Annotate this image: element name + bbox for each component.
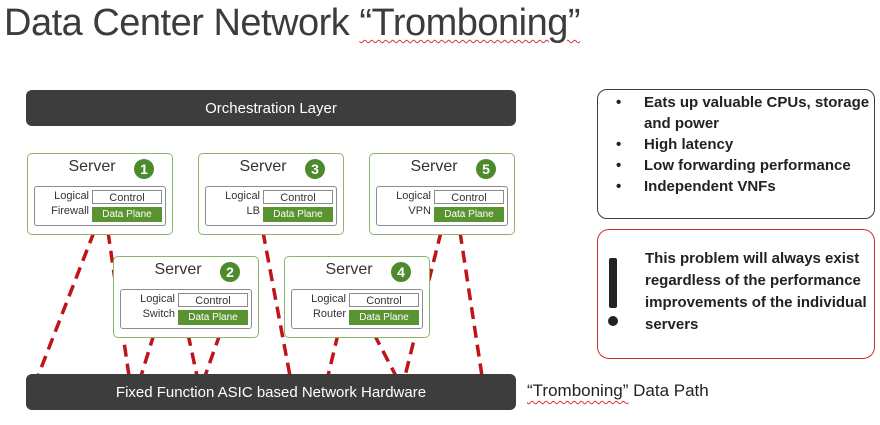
data-plane-box: Data Plane	[349, 310, 419, 325]
role-line-1: Logical	[311, 293, 346, 305]
path-line-8	[372, 333, 398, 377]
role-line-2: VPN	[408, 205, 431, 217]
exclamation-icon	[608, 258, 618, 330]
drawbacks-list: Eats up valuable CPUs, storage and power…	[598, 90, 874, 197]
server-label: Server	[239, 158, 287, 175]
title-text: Data Center Network	[4, 2, 360, 44]
control-plane-box: Control	[263, 190, 333, 204]
control-plane-box: Control	[434, 190, 504, 204]
server-number-badge: 4	[391, 262, 411, 282]
role-line-1: Logical	[396, 190, 431, 202]
path-line-4	[186, 333, 199, 377]
path-line-10	[458, 231, 484, 377]
role-line-2: LB	[246, 205, 260, 217]
warning-text: This problem will always exist regardles…	[645, 250, 867, 333]
role-line-2: Router	[312, 308, 346, 320]
legend-text: Data Path	[628, 381, 709, 400]
role-line-1: Logical	[140, 293, 175, 305]
role-line-1: Logical	[54, 190, 89, 202]
role-line-1: Logical	[225, 190, 260, 202]
data-plane-box: Data Plane	[263, 207, 333, 222]
role-line-2: Switch	[142, 308, 175, 320]
server-label: Server	[325, 261, 373, 278]
data-plane-box: Data Plane	[178, 310, 248, 325]
server-label: Server	[410, 158, 458, 175]
title-highlight: “Tromboning”	[359, 2, 581, 44]
orchestration-layer-bar: Orchestration Layer	[26, 90, 516, 126]
asic-hardware-bar: Fixed Function ASIC based Network Hardwa…	[26, 374, 516, 410]
control-plane-box: Control	[178, 293, 248, 307]
server-label: Server	[68, 158, 116, 175]
control-plane-box: Control	[92, 190, 162, 204]
drawback-item: High latency	[616, 134, 874, 155]
page-title: Data Center Network “Tromboning”	[4, 2, 581, 45]
warning-box: This problem will always exist regardles…	[597, 229, 875, 359]
drawback-item: Eats up valuable CPUs, storage and power	[616, 92, 874, 134]
legend-highlight: “Tromboning”	[527, 381, 629, 400]
drawback-item: Independent VNFs	[616, 176, 874, 197]
data-plane-box: Data Plane	[434, 207, 504, 222]
role-line-2: Firewall	[51, 205, 89, 217]
server-number-badge: 1	[134, 159, 154, 179]
path-line-3	[139, 333, 156, 377]
control-plane-box: Control	[349, 293, 419, 307]
server-number-badge: 3	[305, 159, 325, 179]
server-number-badge: 2	[220, 262, 240, 282]
drawback-item: Low forwarding performance	[616, 155, 874, 176]
path-line-5	[203, 333, 222, 377]
path-line-7	[326, 333, 340, 377]
server-label: Server	[154, 261, 202, 278]
path-legend: “Tromboning” Data Path	[527, 381, 709, 401]
data-plane-box: Data Plane	[92, 207, 162, 222]
server-number-badge: 5	[476, 159, 496, 179]
drawbacks-box: Eats up valuable CPUs, storage and power…	[597, 89, 875, 219]
path-line-1	[36, 231, 96, 377]
